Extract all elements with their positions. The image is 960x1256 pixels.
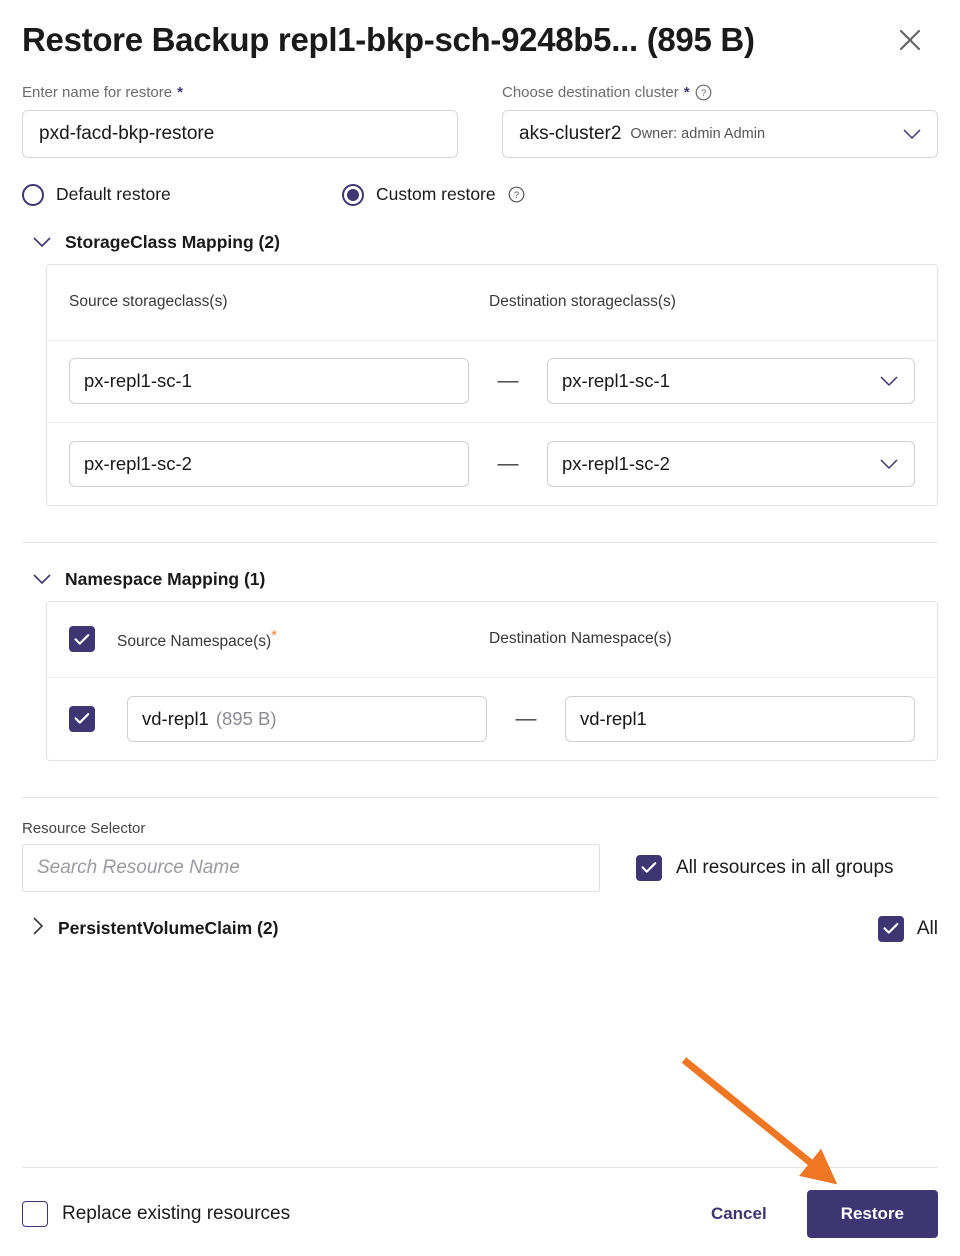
restore-button[interactable]: Restore [806,1190,938,1238]
search-input[interactable]: Search Resource Name [22,843,600,892]
all-resources-checkbox[interactable] [636,854,662,881]
table-row: vd-repl1 (895 B) — vd-repl1 [47,678,937,760]
namespace-select-all-checkbox[interactable] [69,626,95,653]
restore-name-label: Enter name for restore * [22,84,458,101]
cancel-button[interactable]: Cancel [705,1203,773,1225]
restore-mode-radiogroup: Default restore Custom restore ? [22,183,938,206]
modal-header: Restore Backup repl1-bkp-sch-9248b5... (… [22,0,938,62]
namespace-mapping-section: Namespace Mapping (1) Source Namespace(s… [22,569,938,761]
svg-text:?: ? [700,88,705,99]
storageclass-source-input[interactable]: px-repl1-sc-1 [69,358,469,405]
radio-custom-restore[interactable]: Custom restore ? [342,183,525,206]
pvc-group-toggle[interactable]: PersistentVolumeClaim (2) [22,916,278,941]
destination-cluster-field: Choose destination cluster * ? aks-clust… [502,84,938,158]
storageclass-mapping-section: StorageClass Mapping (2) Source storagec… [22,232,938,506]
storageclass-destination-select[interactable]: px-repl1-sc-1 [547,358,915,405]
namespace-mapping-toggle[interactable]: Namespace Mapping (1) [22,569,938,590]
destination-cluster-select[interactable]: aks-cluster2 Owner: admin Admin [502,109,938,158]
pvc-all-toggle[interactable]: All [877,915,938,942]
resource-search-field: Resource Selector Search Resource Name [22,820,600,892]
radio-default-label: Default restore [56,184,171,205]
storageclass-destination-header: Destination storageclass(s) [489,293,915,311]
help-circle-icon[interactable]: ? [508,186,525,203]
modal-footer: Replace existing resources Cancel Restor… [22,1190,938,1238]
namespace-destination-input[interactable]: vd-repl1 [565,695,915,742]
mapping-dash: — [515,706,537,730]
footer-divider [22,1167,938,1168]
namespace-destination-header-text: Destination Namespace(s) [489,630,672,648]
radio-custom-dot [342,183,364,206]
close-icon[interactable] [890,20,930,60]
mapping-dash: — [497,451,519,475]
pvc-all-checkbox[interactable] [877,915,904,942]
storageclass-destination-header-text: Destination storageclass(s) [489,293,676,311]
namespace-source-header-text: Source Namespace(s)* [117,627,277,651]
pvc-group-label: PersistentVolumeClaim (2) [58,918,279,939]
storageclass-mapping-title: StorageClass Mapping (2) [65,231,280,252]
namespace-row-checkbox-cell [69,705,127,732]
storageclass-destination-select[interactable]: px-repl1-sc-2 [547,440,915,487]
section-divider [22,796,938,798]
mapping-dash: — [497,369,519,393]
storageclass-destination-value: px-repl1-sc-1 [562,370,670,392]
storageclass-table-header: Source storageclass(s) Destination stora… [47,265,937,341]
resource-selector-section: Resource Selector Search Resource Name A… [22,820,938,892]
storageclass-source-cell: px-repl1-sc-1 [69,358,469,405]
storageclass-source-header: Source storageclass(s) [69,293,489,311]
storageclass-source-header-text: Source storageclass(s) [69,293,228,311]
required-asterisk: * [271,627,278,645]
chevron-down-icon [878,374,900,388]
radio-default-restore[interactable]: Default restore [22,183,342,206]
namespace-mapping-card: Source Namespace(s)* Destination Namespa… [46,600,938,761]
restore-name-label-text: Enter name for restore [22,83,173,101]
restore-name-input[interactable]: pxd-facd-bkp-restore [22,109,458,158]
chevron-down-icon [32,232,52,253]
namespace-mapping-title: Namespace Mapping (1) [65,568,266,589]
table-row: px-repl1-sc-1 — px-repl1-sc-1 [47,341,937,423]
required-asterisk: * [177,83,183,101]
namespace-destination-header: Destination Namespace(s) [489,630,915,648]
storageclass-source-cell: px-repl1-sc-2 [69,440,469,487]
storageclass-mapping-toggle[interactable]: StorageClass Mapping (2) [22,232,938,253]
help-circle-icon[interactable]: ? [695,84,712,101]
table-row: px-repl1-sc-2 — px-repl1-sc-2 [47,423,937,505]
resource-selector-label: Resource Selector [22,819,146,837]
radio-default-dot [22,183,44,206]
storageclass-mapping-card: Source storageclass(s) Destination stora… [46,263,938,506]
namespace-source-cell: vd-repl1 (895 B) [127,695,487,742]
cluster-name: aks-cluster2 [519,122,622,144]
namespace-source-value: vd-repl1 [142,707,209,729]
required-asterisk: * [683,83,690,101]
all-resources-label: All resources in all groups [676,856,894,878]
namespace-source-header: Source Namespace(s)* [69,626,489,653]
storageclass-source-input[interactable]: px-repl1-sc-2 [69,440,469,487]
namespace-source-size: (895 B) [215,707,277,729]
destination-cluster-label: Choose destination cluster * ? [502,84,938,101]
storageclass-destination-value: px-repl1-sc-2 [562,452,670,474]
page-title: Restore Backup repl1-bkp-sch-9248b5... (… [22,21,755,58]
svg-text:?: ? [513,191,518,202]
pvc-group-row: PersistentVolumeClaim (2) All [22,915,938,942]
cluster-owner: Owner: admin Admin [630,125,766,142]
replace-existing-toggle[interactable]: Replace existing resources [22,1201,290,1227]
pvc-all-label: All [916,917,938,939]
chevron-right-icon [32,916,44,941]
namespace-source-input[interactable]: vd-repl1 (895 B) [127,695,487,742]
all-resources-toggle[interactable]: All resources in all groups [636,854,894,892]
chevron-down-icon [32,569,52,590]
destination-cluster-label-text: Choose destination cluster [502,83,679,101]
primary-fields: Enter name for restore * pxd-facd-bkp-re… [22,84,938,158]
replace-existing-label: Replace existing resources [62,1203,291,1224]
footer-actions: Cancel Restore [705,1190,938,1238]
section-divider [22,541,938,543]
namespace-table-header: Source Namespace(s)* Destination Namespa… [47,602,937,678]
chevron-down-icon [878,457,900,471]
namespace-row-checkbox[interactable] [69,705,95,732]
restore-name-field: Enter name for restore * pxd-facd-bkp-re… [22,84,458,158]
replace-existing-checkbox[interactable] [22,1201,48,1227]
radio-custom-label: Custom restore [376,184,496,205]
namespace-destination-cell: vd-repl1 [565,695,915,742]
namespace-source-header-label: Source Namespace(s) [117,633,272,651]
chevron-down-icon [901,127,923,141]
